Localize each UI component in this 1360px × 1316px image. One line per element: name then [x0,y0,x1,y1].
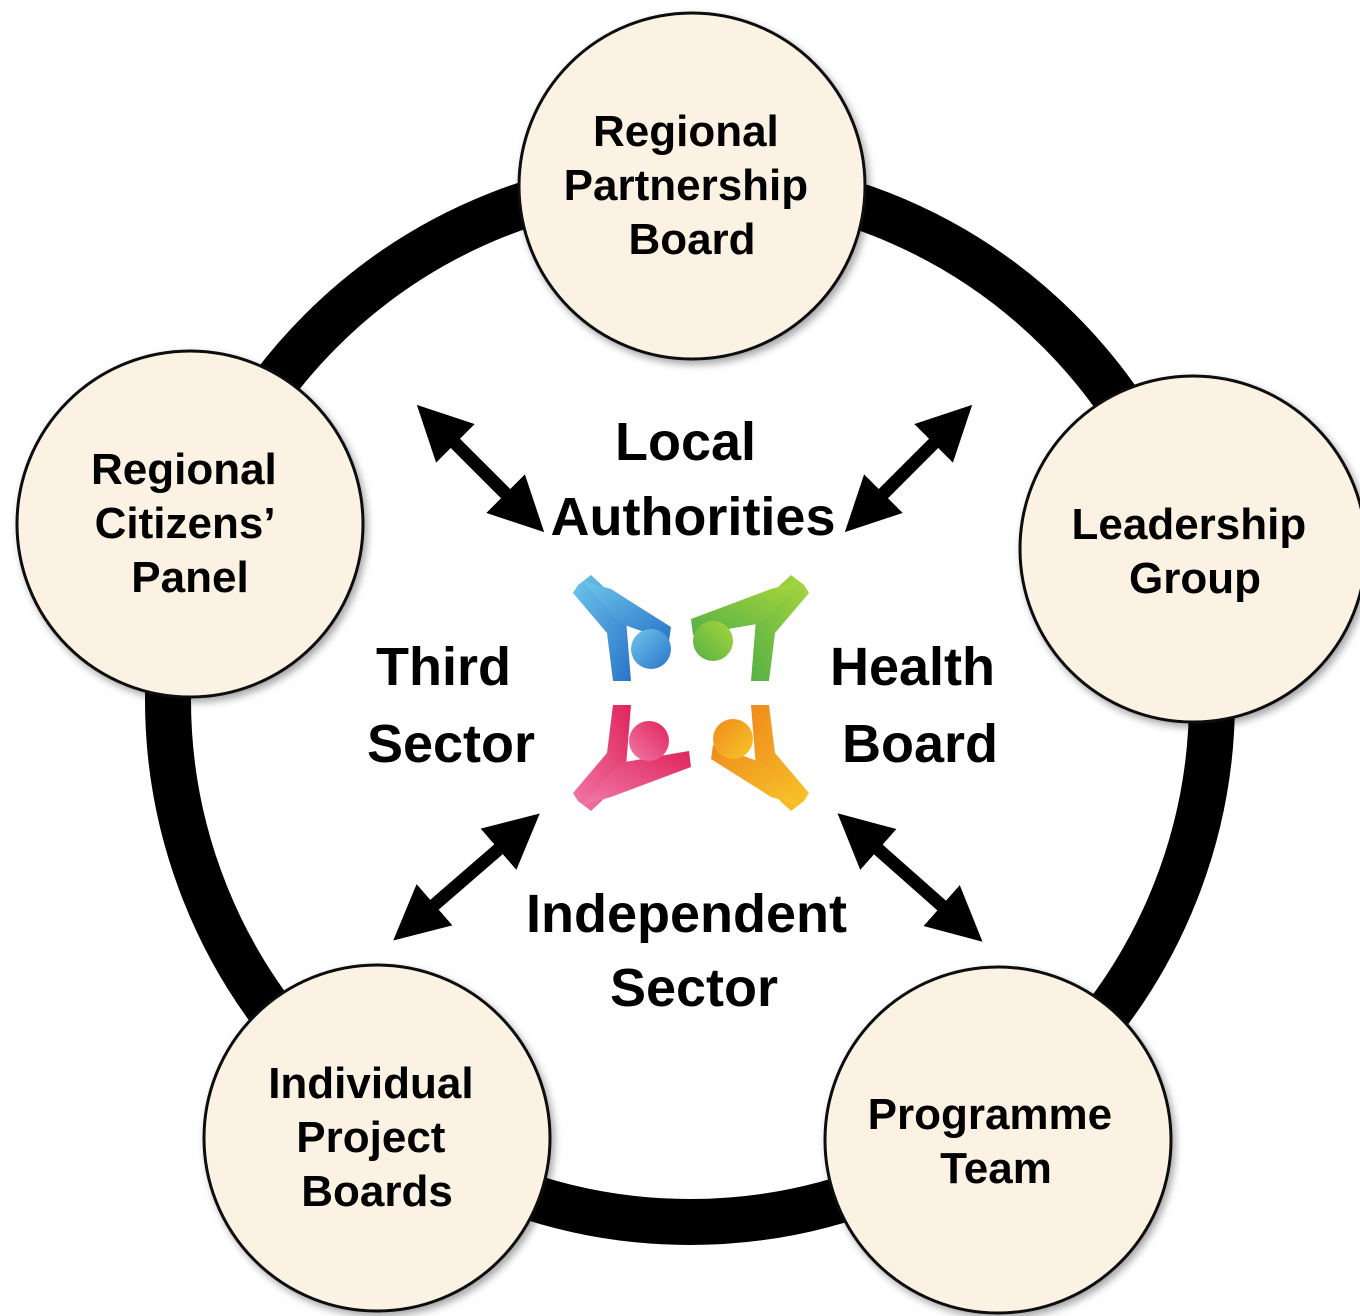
node-regional-partnership-board: Regional Partnership Board [517,11,867,361]
node-programme-team: Programme Team [823,965,1173,1315]
node-label-line: Board [628,215,755,264]
svg-text:Leadership Group: Leadership Group [1072,500,1319,603]
logo-figure-pink [573,705,691,811]
node-label-line: Programme [868,1090,1113,1139]
arrow-bottom-left [393,813,540,941]
svg-text:Individual Project: Individual Project Boards [268,1059,486,1216]
sector-label-line: Local [615,412,756,472]
sector-label-line: Independent [526,884,847,944]
node-label-line: Boards [301,1167,453,1216]
svg-text:Programme Team: Programme Team [868,1090,1125,1193]
node-label-line: Citizens’ [95,499,274,548]
sector-health-board: Health Board [830,637,1010,774]
sector-label-line: Authorities [550,487,835,547]
node-label-line: Project [296,1113,446,1162]
arrow-bottom-right [837,813,983,942]
node-label-line: Leadership [1072,500,1307,549]
logo-figure-green [691,575,809,681]
sector-label-line: Third [376,637,511,697]
sector-independent-sector: Independent Sector [526,884,862,1018]
arrow-top-right [844,404,973,533]
node-label-line: Regional [91,445,277,494]
node-leadership-group: Leadership Group [1018,374,1360,724]
node-individual-project-boards: Individual Project Boards [202,963,552,1313]
sector-label-line: Sector [610,958,778,1018]
sector-label-line: Health [830,637,995,697]
node-label-line: Panel [131,553,248,602]
node-label-line: Group [1129,554,1261,603]
node-regional-citizens-panel: Regional Citizens’ Panel [15,349,365,699]
svg-text:Regional Partnership: Regional Partnership Board [564,107,821,264]
node-label-line: Team [940,1144,1052,1193]
logo-figure-blue [573,575,671,681]
logo-figure-orange [711,705,809,811]
svg-text:Regional Citizens’: Regional Citizens’ Panel [91,445,289,602]
sector-label-line: Sector [367,714,535,774]
sector-third-sector: Third Sector [367,637,535,774]
node-label-line: Partnership [564,161,809,210]
node-label-line: Individual [268,1059,473,1108]
sector-local-authorities: Local Authorities [550,412,835,547]
arrow-top-left [416,404,545,533]
node-label-line: Regional [593,107,779,156]
four-hands-partnership-logo [573,575,809,811]
sector-label-line: Board [842,714,998,774]
